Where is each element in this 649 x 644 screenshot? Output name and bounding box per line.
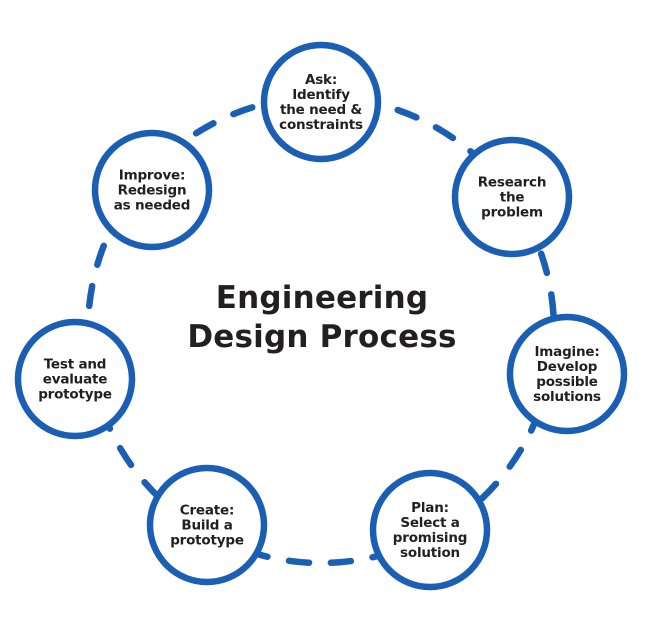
step-label-plan: Plan: Select a promising solution [392, 500, 468, 561]
step-label-imagine: Imagine: Develop possible solutions [533, 344, 601, 405]
step-node-create [146, 464, 268, 586]
step-label-research: Research the problem [477, 174, 547, 221]
step-node-improve [91, 129, 213, 251]
step-label-test: Test and evaluate prototype [38, 356, 112, 403]
title-line-1: Engineering [215, 280, 429, 316]
step-node-research [451, 136, 573, 258]
step-node-ask [260, 41, 382, 163]
step-label-create: Create: Build a prototype [170, 502, 244, 549]
diagram-title: Engineering Design Process [187, 279, 456, 357]
step-node-test [14, 318, 136, 440]
title-line-2: Design Process [187, 319, 457, 355]
step-node-imagine [506, 313, 628, 435]
step-label-improve: Improve: Redesign as needed [113, 167, 191, 214]
step-node-plan [369, 469, 491, 591]
step-label-ask: Ask: Identify the need & constraints [279, 72, 363, 133]
